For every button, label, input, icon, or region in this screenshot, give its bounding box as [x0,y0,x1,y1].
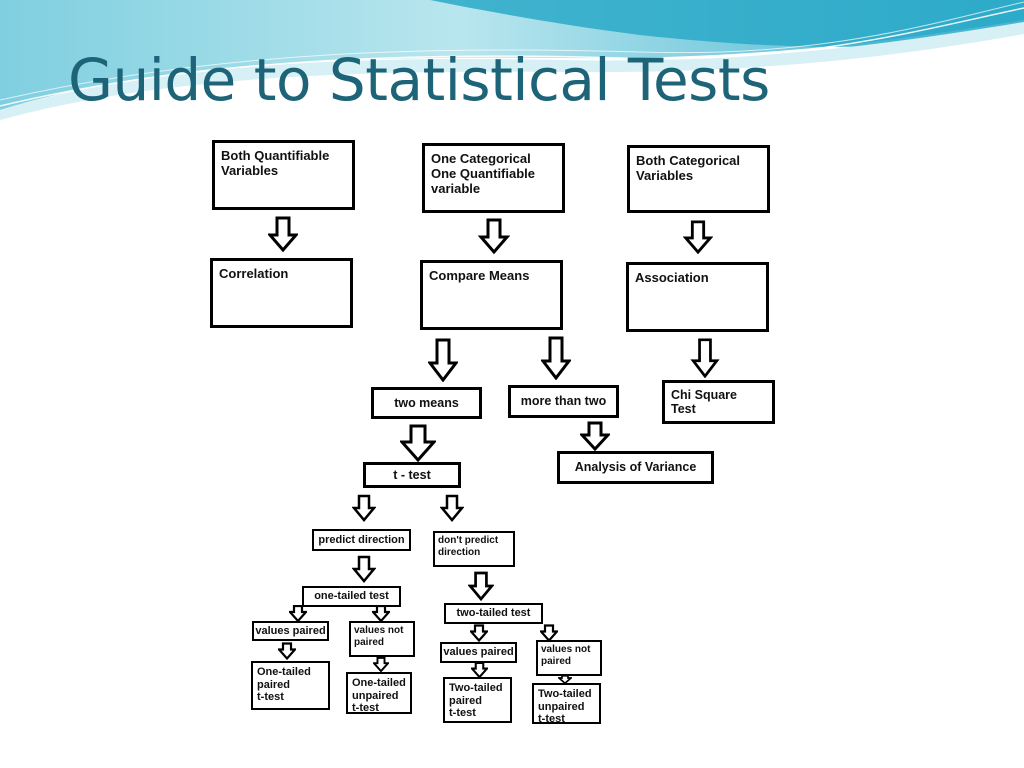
down-arrow [470,624,488,642]
two-tailed-test-box: two-tailed test [444,603,543,624]
correlation-box: Correlation [210,258,353,328]
compare-means-box: Compare Means [420,260,563,330]
chi-square-box: Chi Square Test [662,380,775,424]
both-categorical-box: Both Categorical Variables [627,145,770,213]
down-arrow [428,338,458,382]
two-tailed-unpaired-box: Two-tailed unpaired t-test [532,683,601,724]
down-arrow [683,220,713,254]
down-arrow [268,216,298,252]
values-paired-right-box: values paired [440,642,517,663]
slide-title: Guide to Statistical Tests [68,46,770,114]
down-arrow [352,494,376,522]
down-arrow [373,657,389,672]
values-paired-left-box: values paired [252,621,329,641]
down-arrow [372,605,390,622]
down-arrow [440,494,464,522]
one-tailed-unpaired-box: One-tailed unpaired t-test [346,672,412,714]
two-means-box: two means [371,387,482,419]
dont-predict-direction-box: don't predict direction [433,531,515,567]
one-tailed-test-box: one-tailed test [302,586,401,607]
association-box: Association [626,262,769,332]
down-arrow [558,675,572,684]
down-arrow [580,421,610,451]
values-not-paired-right-box: values not paired [536,640,602,676]
down-arrow [468,570,494,602]
anova-box: Analysis of Variance [557,451,714,484]
values-not-paired-left-box: values not paired [349,621,415,657]
down-arrow [352,555,376,583]
predict-direction-box: predict direction [312,529,411,551]
down-arrow [471,662,488,678]
two-tailed-paired-box: Two-tailed paired t-test [443,677,512,723]
one-tailed-paired-box: One-tailed paired t-test [251,661,330,710]
more-than-two-box: more than two [508,385,619,418]
one-categorical-box: One Categorical One Quantifiable variabl… [422,143,565,213]
t-test-box: t - test [363,462,461,488]
down-arrow [478,218,510,254]
down-arrow [278,641,296,661]
down-arrow [289,605,307,622]
down-arrow [690,338,720,378]
both-quantifiable-box: Both Quantifiable Variables [212,140,355,210]
down-arrow [540,624,558,642]
down-arrow [541,336,571,380]
down-arrow [400,424,436,462]
